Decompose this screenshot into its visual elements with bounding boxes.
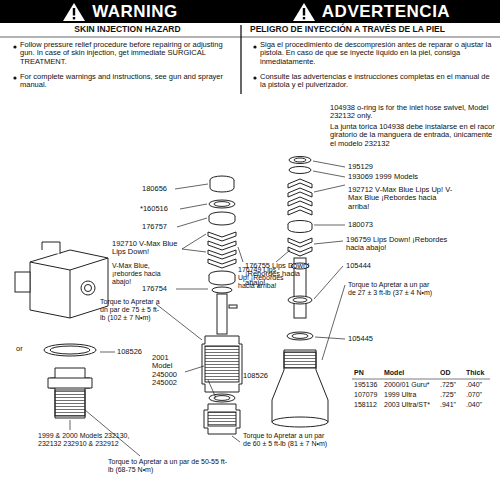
note-text: La junta tórica 104938 debe instalarse e… [330,123,495,148]
warning-banner: WARNING [0,0,240,23]
model-note: 2001 Model 245000 245002 [152,354,188,388]
table-cell: 158112 [354,401,384,409]
subheading: PELIGRO DE INYECCIÓN A TRAVÉS DE LA PIEL [250,25,495,35]
part-number: 176749 Lips Up! ¡Rebordes hacia arriba! [238,266,284,289]
part-number: 195129 [348,163,388,171]
part-number: 193069 1999 Models [348,173,428,181]
warning-heading: ADVERTENCIA [322,2,450,22]
model-note: 1999 & 2000 Models 232130, 232132 232910… [38,432,133,448]
warning-banner: ADVERTENCIA [242,0,500,23]
table-cell: 1999 Ultra [384,391,440,399]
note-text: 104938 o-ring is for the inlet hose swiv… [330,104,495,121]
table-cell: OD [440,369,470,377]
torque-note: Torque to Apretar a un par de 60 ± 5 ft-… [243,432,328,448]
part-number: 176757 [142,223,176,231]
note-text: Siga el procedimiento de descompresión a… [260,41,496,66]
table-cell: .040" [466,381,496,389]
torque-note: Torque to Apretar a un par de 50-55 ft-l… [108,458,228,474]
part-number: 192712 V-Max Blue Lips Up! V-Max Blue ¡R… [348,186,458,211]
part-number: 192710 V-Max Blue Lips Down! [112,240,182,257]
table-cell: PN [354,369,384,377]
table-cell: 195136 [354,381,384,389]
part-number: *160516 [140,205,180,213]
part-number: 176754 [142,285,176,293]
subheading: SKIN INJECTION HAZARD [20,25,235,35]
part-number: 180073 [348,221,388,229]
table-cell: .070" [466,391,496,399]
part-number: 196759 Lips Down! ¡Rebordes hacia abajo! [346,236,456,253]
part-note: V-Max Blue, ¡rebordes hacia abajo! [112,262,180,285]
table-cell: .941" [440,401,470,409]
table-cell: .040" [466,401,496,409]
table-cell: 2003 Ultra/ST* [384,401,440,409]
table-cell: 107079 [354,391,384,399]
part-number: 180656 [142,185,176,193]
note-text: For complete warnings and instructions, … [20,73,238,90]
torque-note: Torque to Apretar a un par de 27 ± 3 ft-… [348,281,438,297]
table-cell: Thick [466,369,496,377]
warning-heading: WARNING [92,2,178,22]
torque-note: Torque to Apretar a un par de 75 ± 5 ft-… [100,298,162,321]
table-cell: .725" [440,391,470,399]
part-number: 105444 [346,262,386,270]
note-text: Follow pressure relief procedure before … [20,41,238,66]
table-cell: Model [384,369,440,377]
warning-triangle [292,2,316,22]
part-number: 108526 [243,372,279,380]
table-cell: .725" [440,381,470,389]
warning-triangle [62,2,86,22]
table-cell: 2000/01 Guru* [384,381,440,389]
note-text: or [16,345,30,353]
part-number: 105445 [348,335,388,343]
note-text: Consulte las advertencias e instruccione… [260,73,496,90]
part-number: 108526 [117,348,153,356]
